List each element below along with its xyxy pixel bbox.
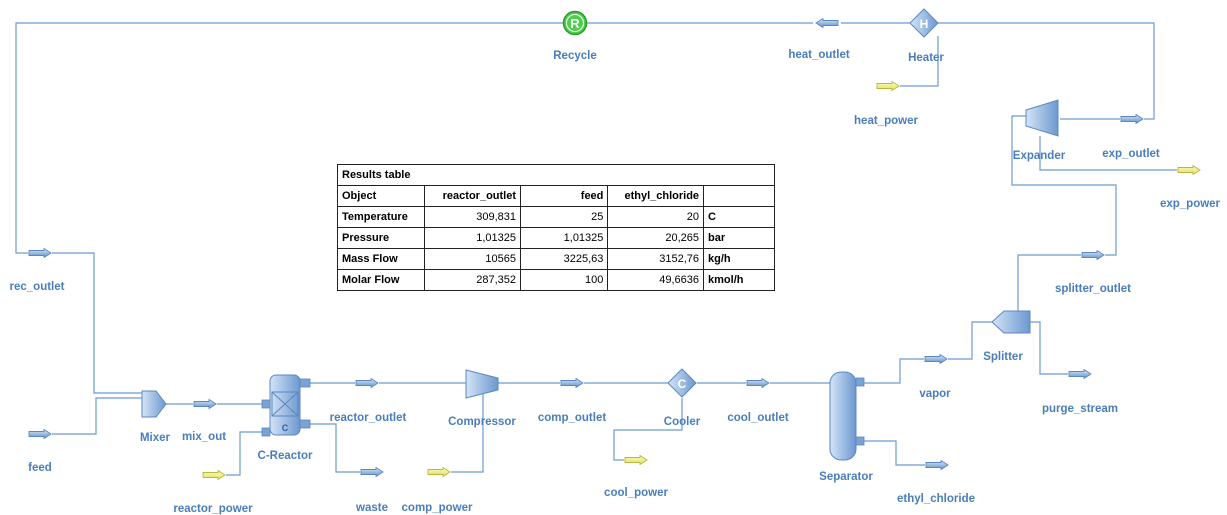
- row-label: Pressure: [336, 227, 426, 249]
- table-cell: 1,01325: [424, 227, 522, 249]
- reactor-outlet-label: reactor_outlet: [330, 412, 407, 424]
- connection-lines: [15, 22, 1177, 476]
- power-cool-power[interactable]: [624, 455, 648, 465]
- reactor-power-label: reactor_power: [173, 503, 253, 515]
- mixer-icon[interactable]: [141, 390, 167, 418]
- heater-icon[interactable]: H: [909, 8, 939, 38]
- purge-stream-label: purge_stream: [1042, 403, 1118, 415]
- table-unit: kg/h: [703, 248, 775, 270]
- stream-heat-outlet[interactable]: [815, 18, 839, 28]
- row-label: Molar Flow: [336, 269, 426, 291]
- expander-label: Expander: [1013, 150, 1066, 162]
- header-reactor-outlet: reactor_outlet: [424, 185, 522, 207]
- heat-outlet-label: heat_outlet: [788, 49, 850, 61]
- stream-exp-outlet[interactable]: [1120, 114, 1144, 124]
- stream-rec-outlet[interactable]: [28, 248, 52, 258]
- splitter-outlet-label: splitter_outlet: [1055, 283, 1131, 295]
- table-cell: 20: [607, 206, 705, 228]
- exp-outlet-label: exp_outlet: [1102, 148, 1160, 160]
- table-row: Pressure 1,01325 1,01325 20,265 bar: [336, 227, 775, 249]
- table-row: Temperature 309,831 25 20 C: [336, 206, 775, 228]
- splitter-label: Splitter: [983, 351, 1023, 363]
- header-unit: [703, 185, 775, 207]
- vapor-label: vapor: [919, 388, 951, 400]
- mixer-label: Mixer: [140, 432, 171, 444]
- compressor-icon[interactable]: [465, 369, 499, 399]
- compressor-label: Compressor: [448, 416, 516, 428]
- table-cell: 20,265: [607, 227, 705, 249]
- mix-out-label: mix_out: [182, 431, 226, 443]
- stream-purge-stream[interactable]: [1068, 369, 1092, 379]
- c-reactor-icon[interactable]: C: [261, 374, 311, 437]
- power-heat-power[interactable]: [876, 81, 900, 91]
- heater-letter: H: [920, 17, 929, 31]
- stream-vapor[interactable]: [924, 354, 948, 364]
- table-cell: 1,01325: [520, 227, 609, 249]
- header-ethyl-chloride: ethyl_chloride: [607, 185, 705, 207]
- recycle-icon[interactable]: R: [562, 10, 588, 36]
- table-cell: 287,352: [424, 269, 522, 291]
- labels: Recycle heat_outlet Heater heat_power Ex…: [10, 49, 1221, 515]
- rec-outlet-label: rec_outlet: [10, 281, 65, 293]
- stream-reactor-outlet[interactable]: [355, 378, 379, 388]
- power-exp-power[interactable]: [1177, 165, 1201, 175]
- table-row: Mass Flow 10565 3225,63 3152,76 kg/h: [336, 248, 775, 270]
- stream-feed[interactable]: [28, 429, 52, 439]
- waste-label: waste: [355, 502, 388, 514]
- table-cell: 100: [520, 269, 609, 291]
- table-unit: C: [703, 206, 775, 228]
- stream-ethyl-chloride[interactable]: [925, 460, 949, 470]
- heat-power-label: heat_power: [854, 115, 918, 127]
- table-cell: 10565: [424, 248, 522, 270]
- separator-icon[interactable]: [829, 371, 865, 461]
- table-cell: 3152,76: [607, 248, 705, 270]
- stream-mix-out[interactable]: [193, 399, 217, 409]
- header-object: Object: [336, 185, 426, 207]
- power-reactor-power[interactable]: [202, 470, 226, 480]
- comp-power-label: comp_power: [402, 502, 473, 514]
- table-cell: 49,6636: [607, 269, 705, 291]
- table-row: Molar Flow 287,352 100 49,6636 kmol/h: [336, 269, 775, 291]
- cooler-label: Cooler: [664, 416, 701, 428]
- results-table-title: Results table: [337, 164, 775, 186]
- table-cell: 3225,63: [520, 248, 609, 270]
- row-label: Temperature: [336, 206, 426, 228]
- stream-waste[interactable]: [360, 467, 384, 477]
- cooler-icon[interactable]: C: [667, 368, 697, 398]
- cooler-letter: C: [678, 377, 687, 391]
- table-unit: kmol/h: [703, 269, 775, 291]
- recycle-label: Recycle: [553, 50, 596, 62]
- results-table-header: Object reactor_outlet feed ethyl_chlorid…: [336, 185, 775, 207]
- stream-comp-outlet[interactable]: [560, 378, 584, 388]
- recycle-letter: R: [570, 16, 580, 31]
- power-comp-power[interactable]: [427, 467, 451, 477]
- separator-label: Separator: [819, 471, 873, 483]
- table-cell: 309,831: [424, 206, 522, 228]
- cool-power-label: cool_power: [604, 487, 668, 499]
- expander-icon[interactable]: [1025, 99, 1059, 137]
- header-feed: feed: [520, 185, 609, 207]
- table-unit: bar: [703, 227, 775, 249]
- heater-label: Heater: [908, 52, 944, 64]
- c-reactor-label: C-Reactor: [258, 450, 313, 462]
- splitter-icon[interactable]: [991, 310, 1031, 334]
- ethyl-chloride-label: ethyl_chloride: [897, 493, 975, 505]
- exp-power-label: exp_power: [1160, 198, 1221, 210]
- reactor-letter: C: [282, 423, 289, 433]
- cool-outlet-label: cool_outlet: [727, 412, 789, 424]
- comp-outlet-label: comp_outlet: [538, 412, 607, 424]
- stream-cool-outlet[interactable]: [746, 378, 770, 388]
- feed-label: feed: [28, 462, 52, 474]
- row-label: Mass Flow: [336, 248, 426, 270]
- stream-splitter-outlet[interactable]: [1081, 250, 1105, 260]
- results-table: Results table Object reactor_outlet feed…: [336, 164, 775, 291]
- table-cell: 25: [520, 206, 609, 228]
